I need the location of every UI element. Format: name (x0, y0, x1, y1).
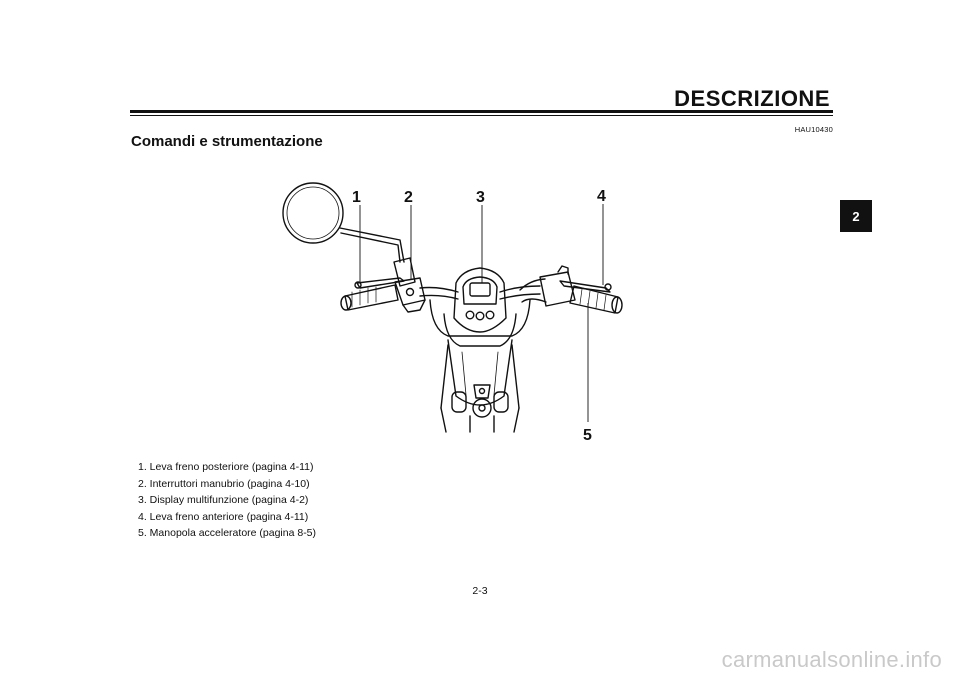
rear-brake-lever-icon (356, 277, 405, 289)
legend-item: 2. Interruttori manubrio (pagina 4-10) (138, 477, 310, 490)
page-number: 2-3 (472, 585, 488, 597)
mirror-icon (282, 182, 405, 263)
right-switch-housing-icon (519, 265, 576, 307)
legend-item: 3. Display multifunzione (pagina 4-2) (138, 494, 309, 506)
front-body-icon (440, 339, 520, 433)
section-title: Comandi e strumentazione (131, 133, 323, 150)
legend-item: 1. Leva freno posteriore (pagina 4-11) (138, 461, 314, 473)
legend-item: 4. Leva freno anteriore (pagina 4-11) (138, 510, 309, 523)
handlebar-right-tube (499, 285, 541, 293)
handlebar-cowl-icon (429, 267, 531, 347)
callout-number-2: 2 (404, 189, 413, 206)
left-grip-icon (340, 284, 399, 311)
header-rule-thin (130, 115, 833, 116)
figure-legend: 1. Leva freno posteriore (pagina 4-11) 2… (138, 459, 316, 542)
chapter-tab-label: 2 (852, 208, 860, 224)
handlebar-left-tube (419, 286, 459, 293)
header-rule-thick (130, 110, 833, 113)
legend-item: 5. Manopola acceleratore (pagina 8-5) (138, 527, 317, 539)
callout-number-1: 1 (352, 189, 361, 206)
page-header-title: DESCRIZIONE (674, 86, 830, 111)
document-code: HAU10430 (794, 125, 833, 134)
handlebar-illustration: 1 2 3 4 5 (282, 182, 623, 444)
throttle-grip-icon (569, 285, 623, 314)
callout-number-5: 5 (583, 427, 592, 444)
chapter-tab[interactable]: 2 (840, 200, 872, 232)
front-brake-lever-icon (559, 280, 611, 293)
callout-number-3: 3 (476, 189, 485, 206)
callout-number-4: 4 (597, 188, 606, 205)
watermark: carmanualsonline.info (721, 647, 942, 672)
left-switch-housing-icon (393, 257, 426, 313)
